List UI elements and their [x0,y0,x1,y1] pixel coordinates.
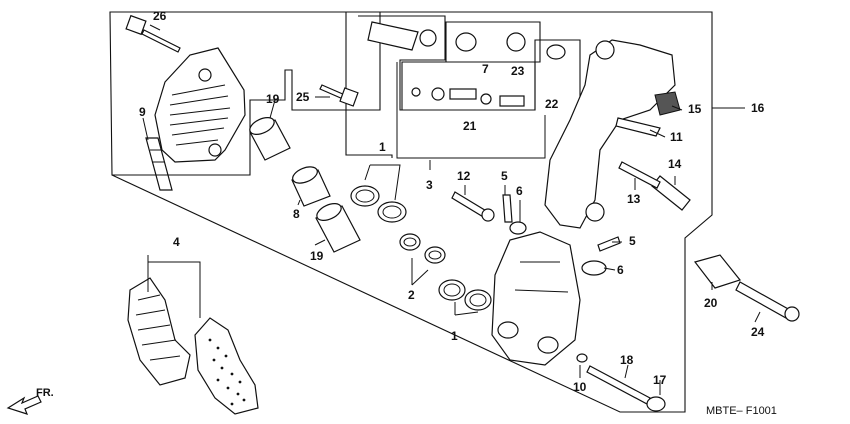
caliper-holder-part [544,39,676,229]
diagram-code: MBTE– F1001 [706,405,777,417]
leader-lines [142,24,761,395]
caliper-body-part [491,231,581,366]
caliper-group-outline [111,11,713,413]
brake-pad-outer [194,317,259,415]
front-direction-arrow: FR. [6,387,54,415]
bolt-13-part [618,161,661,189]
sleeve-20-part [693,254,742,289]
callout-22: 22 [545,97,559,111]
callout-12: 12 [457,169,471,183]
sleeve-8 [291,166,331,207]
callout-5-lower: 5 [629,234,636,248]
callout-21: 21 [463,119,477,133]
inner-kit-box [445,21,541,63]
callout-1-lower: 1 [451,329,458,343]
callout-9: 9 [139,105,146,119]
assembly-outline [109,11,381,176]
callout-25: 25 [296,90,310,104]
callout-13: 13 [627,192,641,206]
direction-label: FR. [36,387,54,399]
group-bracket [396,62,546,159]
callout-19-upper: 19 [266,92,280,106]
bleeder-5-upper [502,194,513,223]
boot-19-upper [249,117,291,161]
seal-kit-parts [367,21,566,60]
callout-2: 2 [408,288,415,302]
callout-1-upper: 1 [379,140,386,154]
callout-3: 3 [426,178,433,192]
callout-16: 16 [751,101,765,115]
boot-19-lower [315,203,361,253]
bleeder-5-lower [597,236,621,252]
callout-24: 24 [751,325,765,339]
callout-23: 23 [511,64,525,78]
clip-11-part [615,117,661,137]
piston-seal-set [350,185,492,311]
bolt-24-part [735,281,800,322]
callout-19-lower: 19 [310,249,324,263]
caliper-bracket-part [154,47,246,163]
pin-kit-parts [411,87,525,107]
brake-pad-inner [127,277,191,386]
washer-10-part [576,353,588,363]
callout-11: 11 [670,130,683,144]
pin-kit-box [401,61,536,111]
callout-20: 20 [704,296,718,310]
callout-8: 8 [293,207,300,221]
pad-spring-part [145,137,173,191]
callout-26: 26 [153,9,167,23]
callout-6-lower: 6 [617,263,624,277]
callout-15: 15 [688,102,702,116]
bolt-25-part [319,84,359,107]
cap-6-lower [581,260,607,276]
callout-14: 14 [668,157,682,171]
pad-pin-18-part [586,365,666,412]
cap-6-upper [509,221,527,235]
callout-7: 7 [482,62,489,76]
callout-6-upper: 6 [516,184,523,198]
callout-4: 4 [173,235,180,249]
callout-17: 17 [653,373,667,387]
seal-kit-box [358,15,581,111]
pin-12-part [451,191,495,222]
bolt-26-part [125,14,181,53]
callout-18: 18 [620,353,634,367]
callout-5-upper: 5 [501,169,508,183]
callout-10: 10 [573,380,587,394]
boot-15-part [654,91,681,116]
